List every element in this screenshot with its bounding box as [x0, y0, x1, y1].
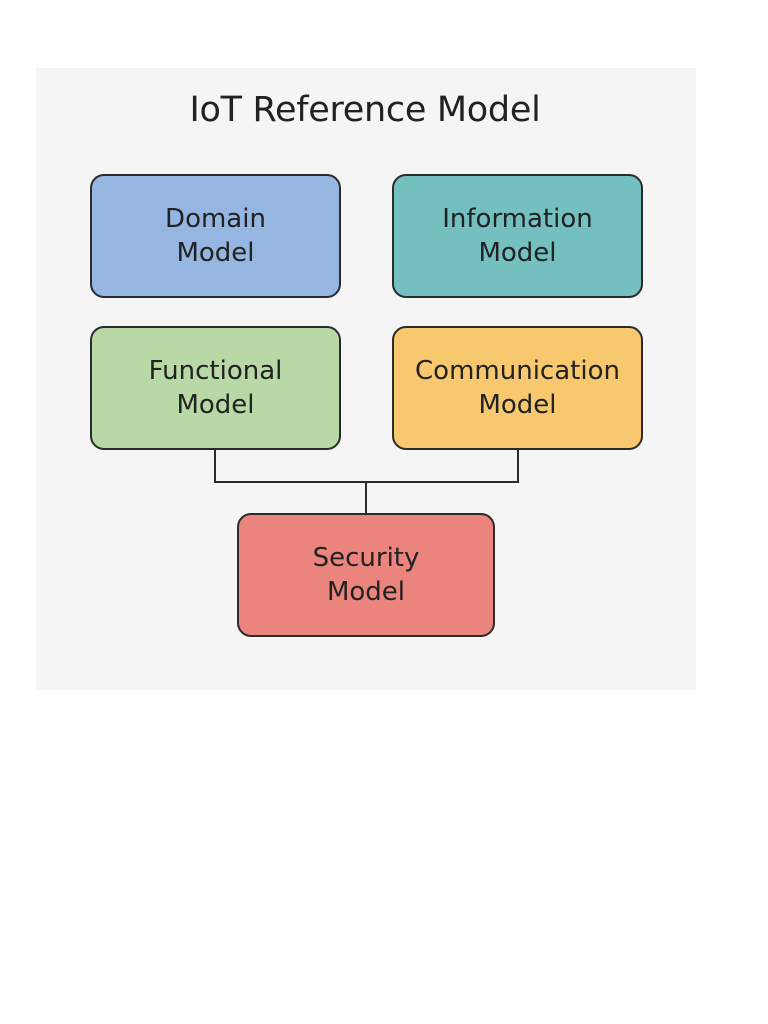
domain-model-box[interactable]: Domain Model: [90, 174, 341, 298]
functional-model-box[interactable]: Functional Model: [90, 326, 341, 450]
domain-model-label-line1: Domain: [165, 204, 266, 234]
information-model-label-line1: Information: [442, 204, 593, 234]
diagram-title: IoT Reference Model: [189, 90, 541, 130]
security-model-label-line2: Model: [326, 577, 406, 607]
information-model-box[interactable]: Information Model: [392, 174, 643, 298]
communication-model-label-line1: Communication: [415, 356, 620, 386]
domain-model-label-line2: Model: [176, 238, 255, 268]
communication-model-label-line2: Model: [478, 390, 557, 420]
functional-model-label-line2: Model: [176, 390, 255, 420]
connector-communication-security: [366, 448, 519, 483]
security-model-box[interactable]: Security Model: [237, 513, 495, 637]
security-model-label-line1: Security: [312, 543, 420, 573]
functional-model-label-line1: Functional: [148, 356, 283, 386]
connector-functional-security: [214, 448, 367, 514]
communication-model-box[interactable]: Communication Model: [392, 326, 643, 450]
information-model-label-line2: Model: [478, 238, 557, 268]
